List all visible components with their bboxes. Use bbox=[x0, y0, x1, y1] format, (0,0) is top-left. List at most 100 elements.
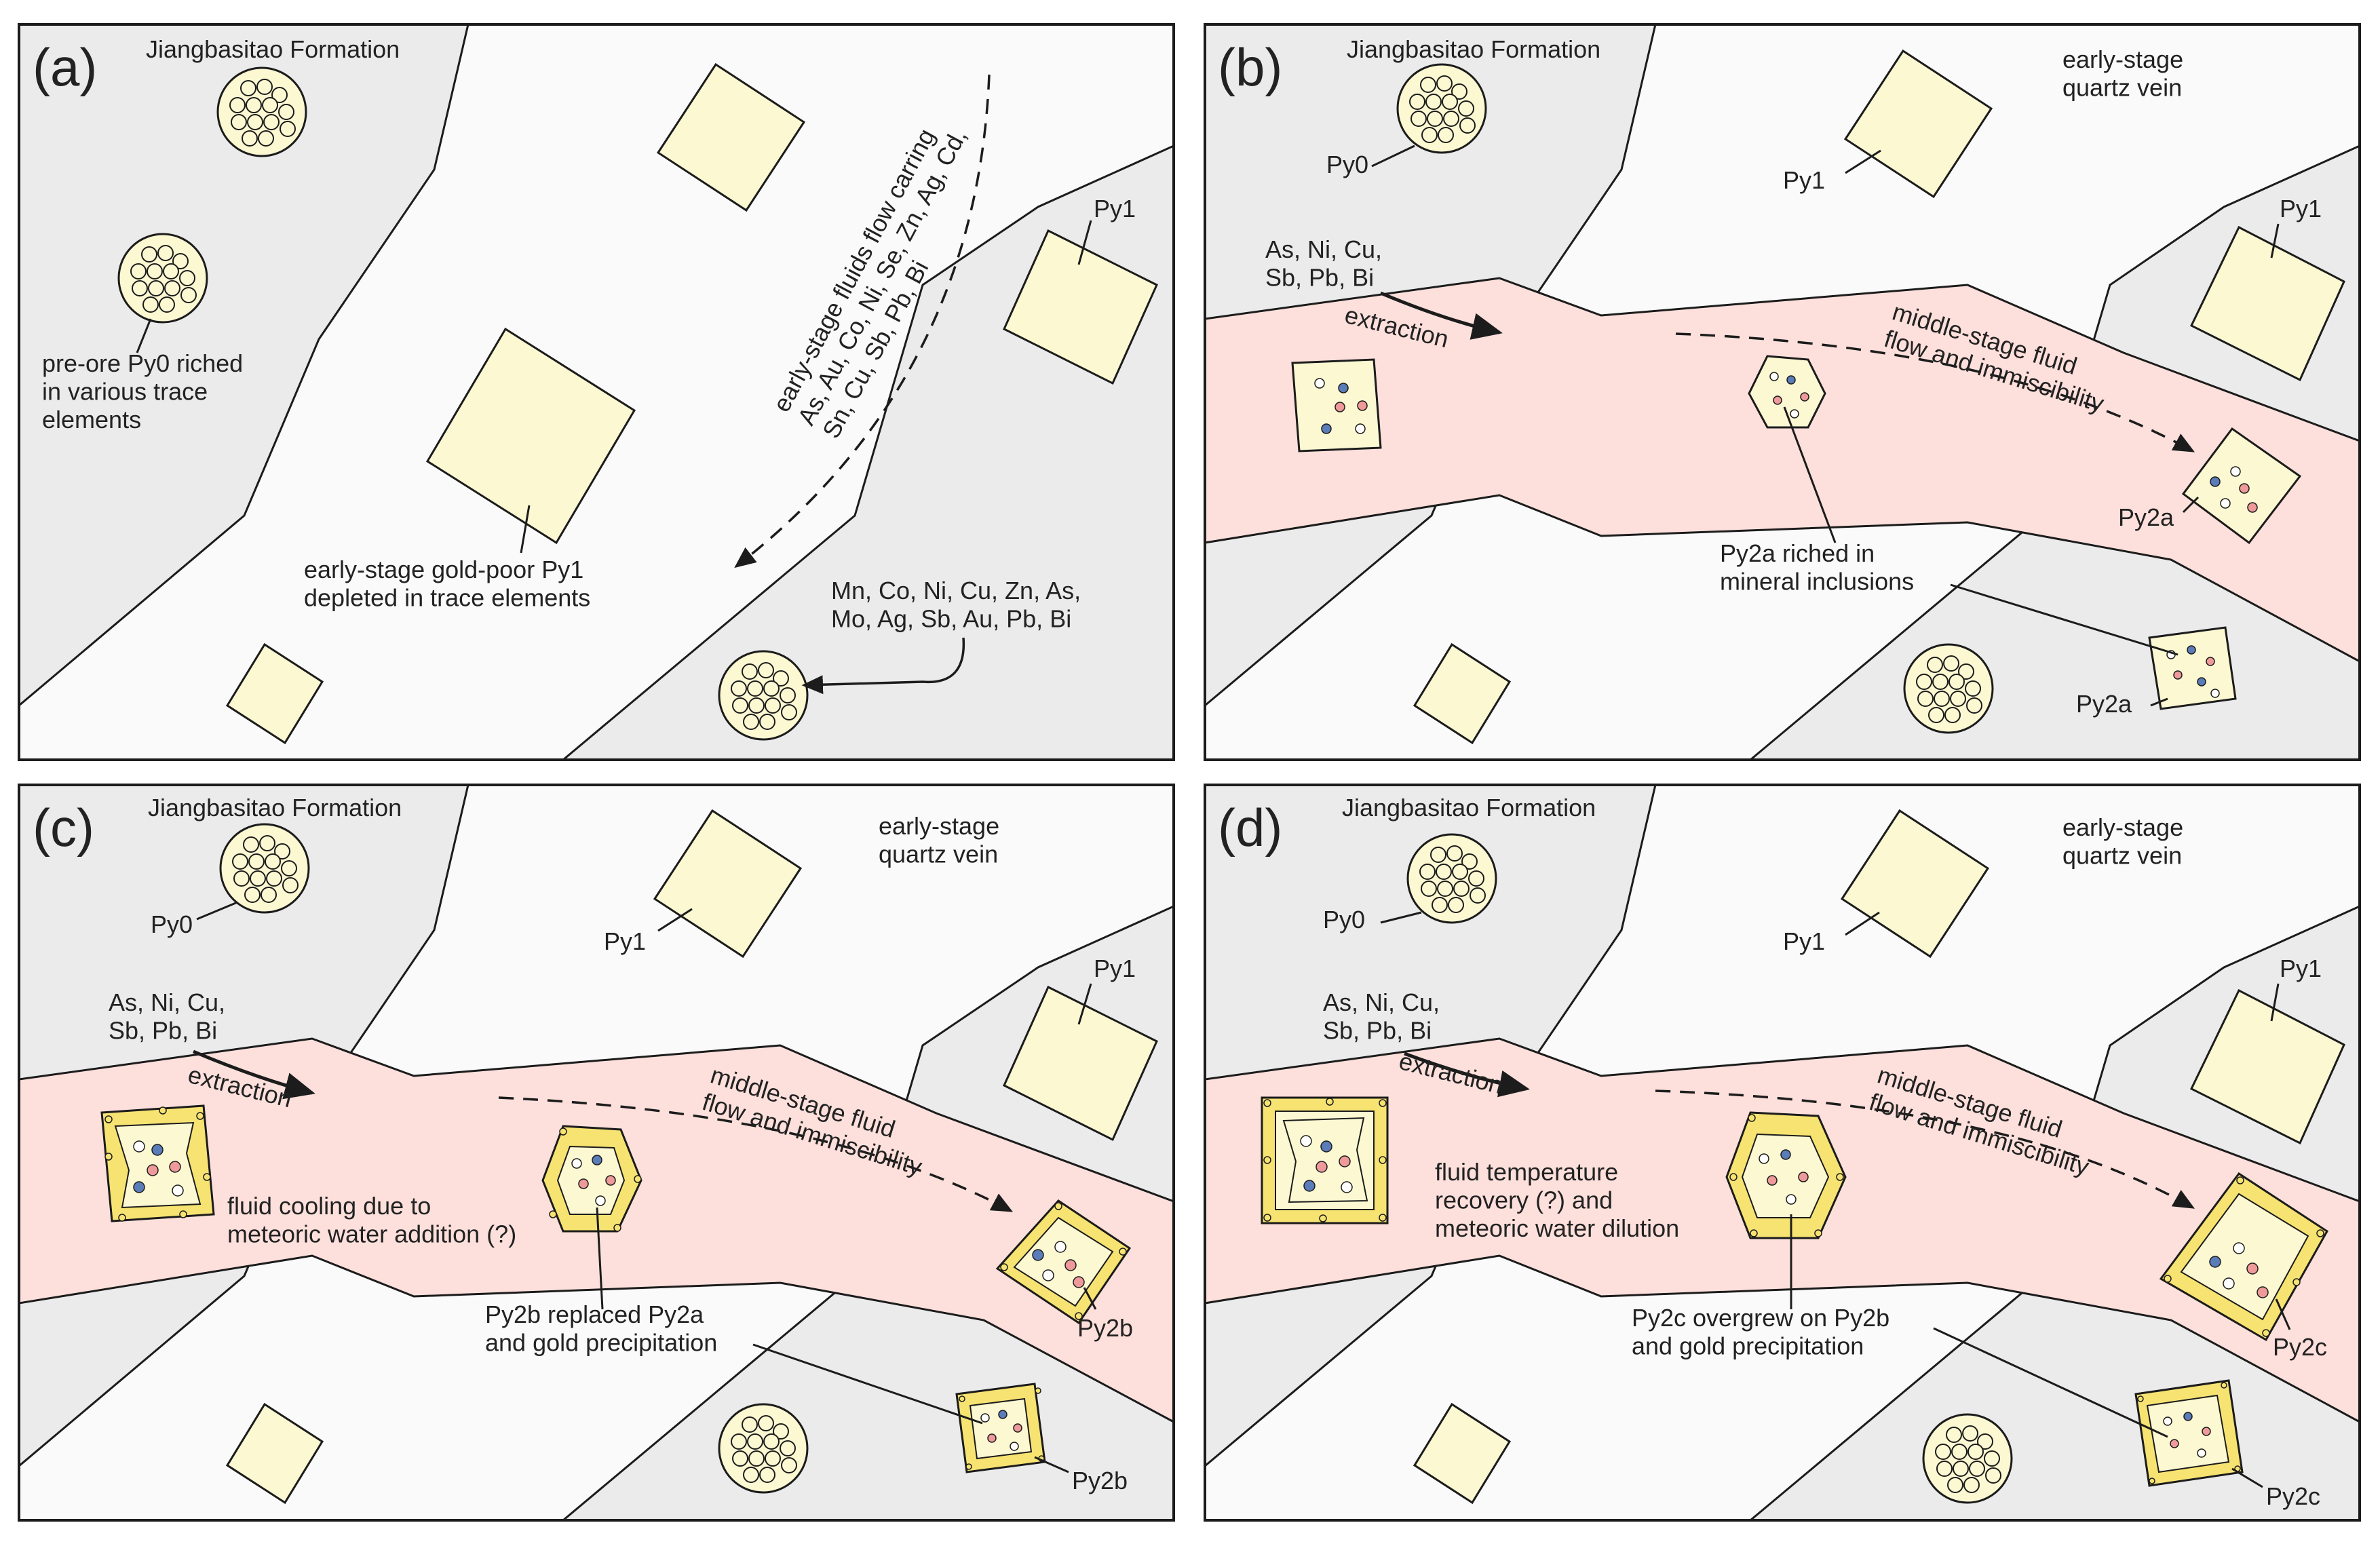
py2b-leader bbox=[1083, 1287, 1097, 1310]
panel-a: (a) Jiangbasitao Formation pre-ore Py0 r… bbox=[18, 23, 1175, 761]
formation-label: Jiangbasitao Formation bbox=[1342, 794, 1596, 822]
py2a-label: Py2a bbox=[2076, 690, 2132, 718]
py1-label: Py1 bbox=[1783, 927, 1825, 955]
py2c-grain bbox=[2134, 1379, 2244, 1487]
py2b-grain bbox=[995, 1199, 1132, 1325]
panel-letter-c: (c) bbox=[33, 798, 94, 857]
py0-grain bbox=[117, 233, 208, 324]
py0-leader bbox=[196, 901, 238, 921]
py1-grain bbox=[2190, 225, 2345, 382]
py0-leader bbox=[1371, 144, 1415, 168]
py2c-leader bbox=[2275, 1298, 2291, 1330]
py1-label: Py1 bbox=[2280, 954, 2322, 982]
py1-grain bbox=[225, 1402, 324, 1505]
py1-leader bbox=[2270, 983, 2280, 1022]
py2c-leader bbox=[1933, 1327, 2168, 1438]
panel-d: (d) Jiangbasitao Formation early-stagequ… bbox=[1204, 784, 2361, 1522]
py1-grain bbox=[225, 642, 324, 745]
py0-label: Py0 bbox=[1326, 151, 1368, 178]
py1-leader bbox=[1077, 220, 1092, 265]
py0-grain bbox=[718, 650, 809, 741]
extraction-arrow bbox=[1404, 1051, 1530, 1098]
py2b-leader bbox=[596, 1207, 604, 1310]
py1-grain bbox=[653, 809, 803, 959]
py2c-label: Py2c bbox=[2266, 1482, 2320, 1510]
py2a-grain bbox=[1291, 358, 1382, 452]
py0-grain bbox=[1922, 1413, 2013, 1504]
formation-label: Jiangbasitao Formation bbox=[1347, 35, 1600, 63]
py2a-grain bbox=[1748, 355, 1826, 429]
py2c-grain bbox=[2159, 1172, 2328, 1342]
py0-leader bbox=[136, 318, 152, 353]
panel-letter-b: (b) bbox=[1218, 37, 1282, 97]
py0-grain bbox=[219, 823, 310, 914]
py2b-grain bbox=[100, 1104, 215, 1222]
py2a-leader bbox=[2150, 697, 2168, 707]
py2a-leader bbox=[2182, 496, 2200, 514]
elements-label: Mn, Co, Ni, Cu, Zn, As,Mo, Ag, Sb, Au, P… bbox=[831, 577, 1081, 632]
py1-label: Py1 bbox=[2280, 195, 2322, 223]
py1-leader bbox=[1845, 149, 1881, 174]
py1-grain-large bbox=[425, 327, 636, 545]
py1-leader bbox=[2270, 223, 2280, 258]
py2a-leader bbox=[1950, 583, 2179, 656]
py1-label: Py1 bbox=[1094, 195, 1136, 223]
py2a-label: Py2a bbox=[2118, 503, 2174, 531]
py1-grain bbox=[1413, 1402, 1512, 1505]
py1-leader bbox=[1845, 911, 1880, 936]
fluid-channel bbox=[1205, 277, 2360, 663]
py1-grain bbox=[1003, 985, 1158, 1142]
py1-grain bbox=[1840, 809, 1990, 959]
py2c-leader bbox=[2231, 1467, 2263, 1488]
py1-grain bbox=[1843, 49, 1993, 199]
py2b-label: Py2b bbox=[1077, 1314, 1133, 1342]
py1-grain bbox=[656, 62, 806, 212]
extracted-elements-label: As, Ni, Cu,Sb, Pb, Bi bbox=[1265, 235, 1382, 291]
py1-label: Py1 bbox=[1094, 954, 1136, 982]
py1-leader bbox=[520, 505, 531, 554]
py2a-grain bbox=[2181, 427, 2302, 545]
py2b-leader bbox=[752, 1343, 983, 1425]
py0-grain bbox=[1406, 833, 1497, 924]
py2b-grain bbox=[955, 1383, 1046, 1473]
panel-c: (c) Jiangbasitao Formation early-stagequ… bbox=[18, 784, 1175, 1522]
fluid-flow-arrow bbox=[1655, 1089, 2195, 1209]
py0-grain bbox=[718, 1403, 809, 1494]
py0-leader bbox=[1380, 911, 1422, 924]
py1-grain bbox=[2190, 988, 2345, 1145]
formation-label: Jiangbasitao Formation bbox=[146, 35, 400, 63]
panel-letter-d: (d) bbox=[1218, 798, 1282, 857]
py0-label: Py0 bbox=[1323, 906, 1365, 933]
py2a-leader bbox=[1783, 406, 1837, 543]
extracted-elements-label: As, Ni, Cu,Sb, Pb, Bi bbox=[1323, 988, 1440, 1044]
py0-grain bbox=[216, 66, 307, 157]
py2b-grain bbox=[541, 1125, 642, 1233]
py1-leader bbox=[657, 908, 693, 932]
py0-grain bbox=[1903, 643, 1994, 734]
py0-grain bbox=[1396, 63, 1487, 154]
py2c-grain bbox=[1261, 1096, 1389, 1224]
py1-label: Py1 bbox=[1783, 166, 1825, 194]
extraction-arrow bbox=[1380, 291, 1503, 340]
fluid-flow-arrow bbox=[1675, 332, 2195, 452]
py1-grain bbox=[1003, 229, 1158, 385]
fluid-flow-arrow bbox=[734, 74, 991, 568]
panel-letter-a: (a) bbox=[33, 37, 97, 97]
py2c-grain bbox=[1725, 1111, 1847, 1239]
py0-label: Py0 bbox=[151, 910, 193, 938]
py1-leader bbox=[1077, 983, 1092, 1025]
py2c-label: Py2c bbox=[2273, 1333, 2327, 1361]
formation-label: Jiangbasitao Formation bbox=[148, 794, 402, 822]
py1-label: Py1 bbox=[604, 927, 646, 955]
extraction-arrow bbox=[193, 1049, 315, 1100]
